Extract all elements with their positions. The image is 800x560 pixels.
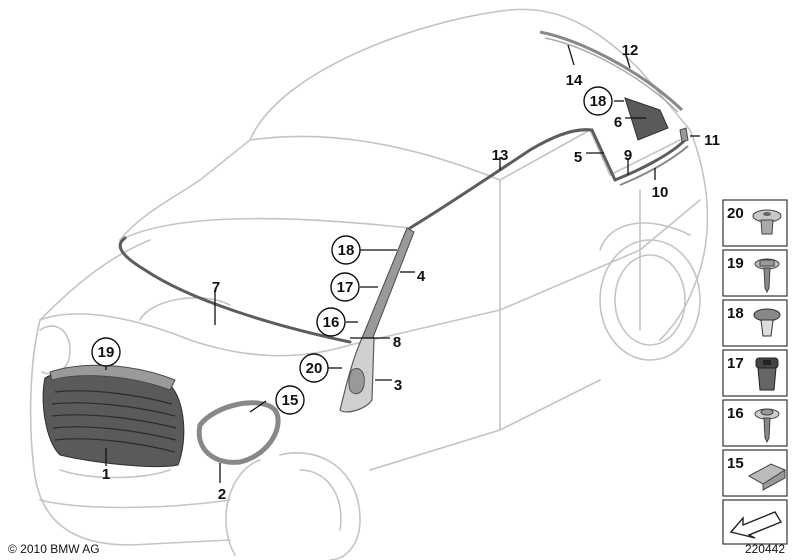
callout-label: 12 (622, 42, 639, 59)
callout-c5: 5 (574, 149, 582, 166)
rear-end-trim (679, 127, 689, 143)
callout-c12: 12 (622, 42, 639, 59)
legend-label: 18 (727, 305, 744, 322)
legend-box (722, 399, 788, 447)
callout-circle (330, 272, 360, 302)
sill-trim (619, 145, 689, 186)
leader-lines (105, 44, 700, 483)
callout-c11: 11 (704, 132, 720, 149)
legend-item: 16 (722, 399, 788, 447)
callout-label: 18 (590, 93, 607, 110)
callout-c10: 10 (652, 184, 669, 201)
callout-label: 17 (337, 279, 354, 296)
callout-c15: 15 (275, 385, 305, 415)
headlight-ring (196, 400, 281, 465)
callout-c16: 16 (316, 307, 346, 337)
callout-label: 6 (614, 114, 622, 131)
callout-c6: 6 (614, 114, 622, 131)
legend-item: 15 (722, 449, 788, 497)
parts (42, 30, 689, 468)
roof-drip-trim (408, 128, 594, 230)
legend-label: 19 (727, 255, 744, 272)
callout-label: 18 (338, 242, 355, 259)
callout-label: 7 (212, 279, 220, 296)
callout-c8: 8 (393, 334, 401, 351)
callout-label: 4 (417, 268, 426, 285)
callout-c20: 20 (299, 353, 329, 383)
push-clip-icon (753, 308, 781, 337)
legend-label: 16 (727, 405, 744, 422)
legend-item: 18 (722, 299, 788, 347)
grille-cover (49, 364, 176, 391)
expanding-rivet-icon (752, 209, 782, 235)
callout-c2: 2 (218, 486, 226, 503)
callout-label: 3 (394, 377, 402, 394)
callout-label: 20 (306, 360, 323, 377)
callout-circle (299, 353, 329, 383)
callout-label: 8 (393, 334, 401, 351)
legend-box (722, 299, 788, 347)
bracket-clip-icon (747, 463, 787, 491)
legend-label: 20 (727, 205, 744, 222)
callout-circle (583, 86, 613, 116)
legend-label: 15 (727, 455, 744, 472)
callout-c1: 1 (102, 466, 110, 483)
callout-label: 1 (102, 466, 110, 483)
callout-circle (275, 385, 305, 415)
rear-quarter-window (624, 97, 669, 141)
car-outline (29, 8, 709, 560)
direction-arrow-box (722, 499, 788, 545)
hex-screw-icon (754, 258, 780, 294)
image-number: 220442 (745, 542, 785, 556)
roof-rail-trim (539, 30, 684, 112)
windshield-trim (118, 236, 352, 344)
callout-c9: 9 (624, 147, 632, 164)
callout-label: 2 (218, 486, 226, 503)
callout-c3: 3 (394, 377, 402, 394)
a-pillar-trim (361, 227, 415, 341)
callout-c13: 13 (492, 147, 509, 164)
copyright-text: © 2010 BMW AG (8, 542, 100, 556)
grommet-nut-icon (755, 357, 779, 391)
callout-c4: 4 (417, 268, 426, 285)
callout-label: 10 (652, 184, 669, 201)
arrow-icon (729, 511, 783, 539)
callout-label: 14 (566, 72, 583, 89)
callout-circle (331, 235, 361, 265)
callout-c7: 7 (212, 279, 220, 296)
callout-label: 16 (323, 314, 340, 331)
callout-c18a: 18 (331, 235, 361, 265)
callout-circle (91, 337, 121, 367)
legend-box (722, 199, 788, 247)
legend-box (722, 249, 788, 297)
callout-label: 15 (282, 392, 299, 409)
legend-item: 17 (722, 349, 788, 397)
callout-c17: 17 (330, 272, 360, 302)
callout-c14: 14 (566, 72, 583, 89)
callout-circle (316, 307, 346, 337)
legend-item: 20 (722, 199, 788, 247)
legend-label: 17 (727, 355, 744, 372)
fastener-legend: 20 19 18 17 16 15 (722, 199, 788, 545)
callout-label: 5 (574, 149, 582, 166)
washer-screw-icon (754, 408, 780, 444)
callout-label: 9 (624, 147, 632, 164)
callout-label: 13 (492, 147, 509, 164)
callout-c19: 19 (91, 337, 121, 367)
b-pillar-trim (613, 138, 687, 182)
callout-label: 19 (98, 344, 115, 361)
callout-label: 11 (704, 132, 720, 149)
legend-item: 19 (722, 249, 788, 297)
callout-c18b: 18 (583, 86, 613, 116)
door-frame-trim (590, 128, 617, 182)
